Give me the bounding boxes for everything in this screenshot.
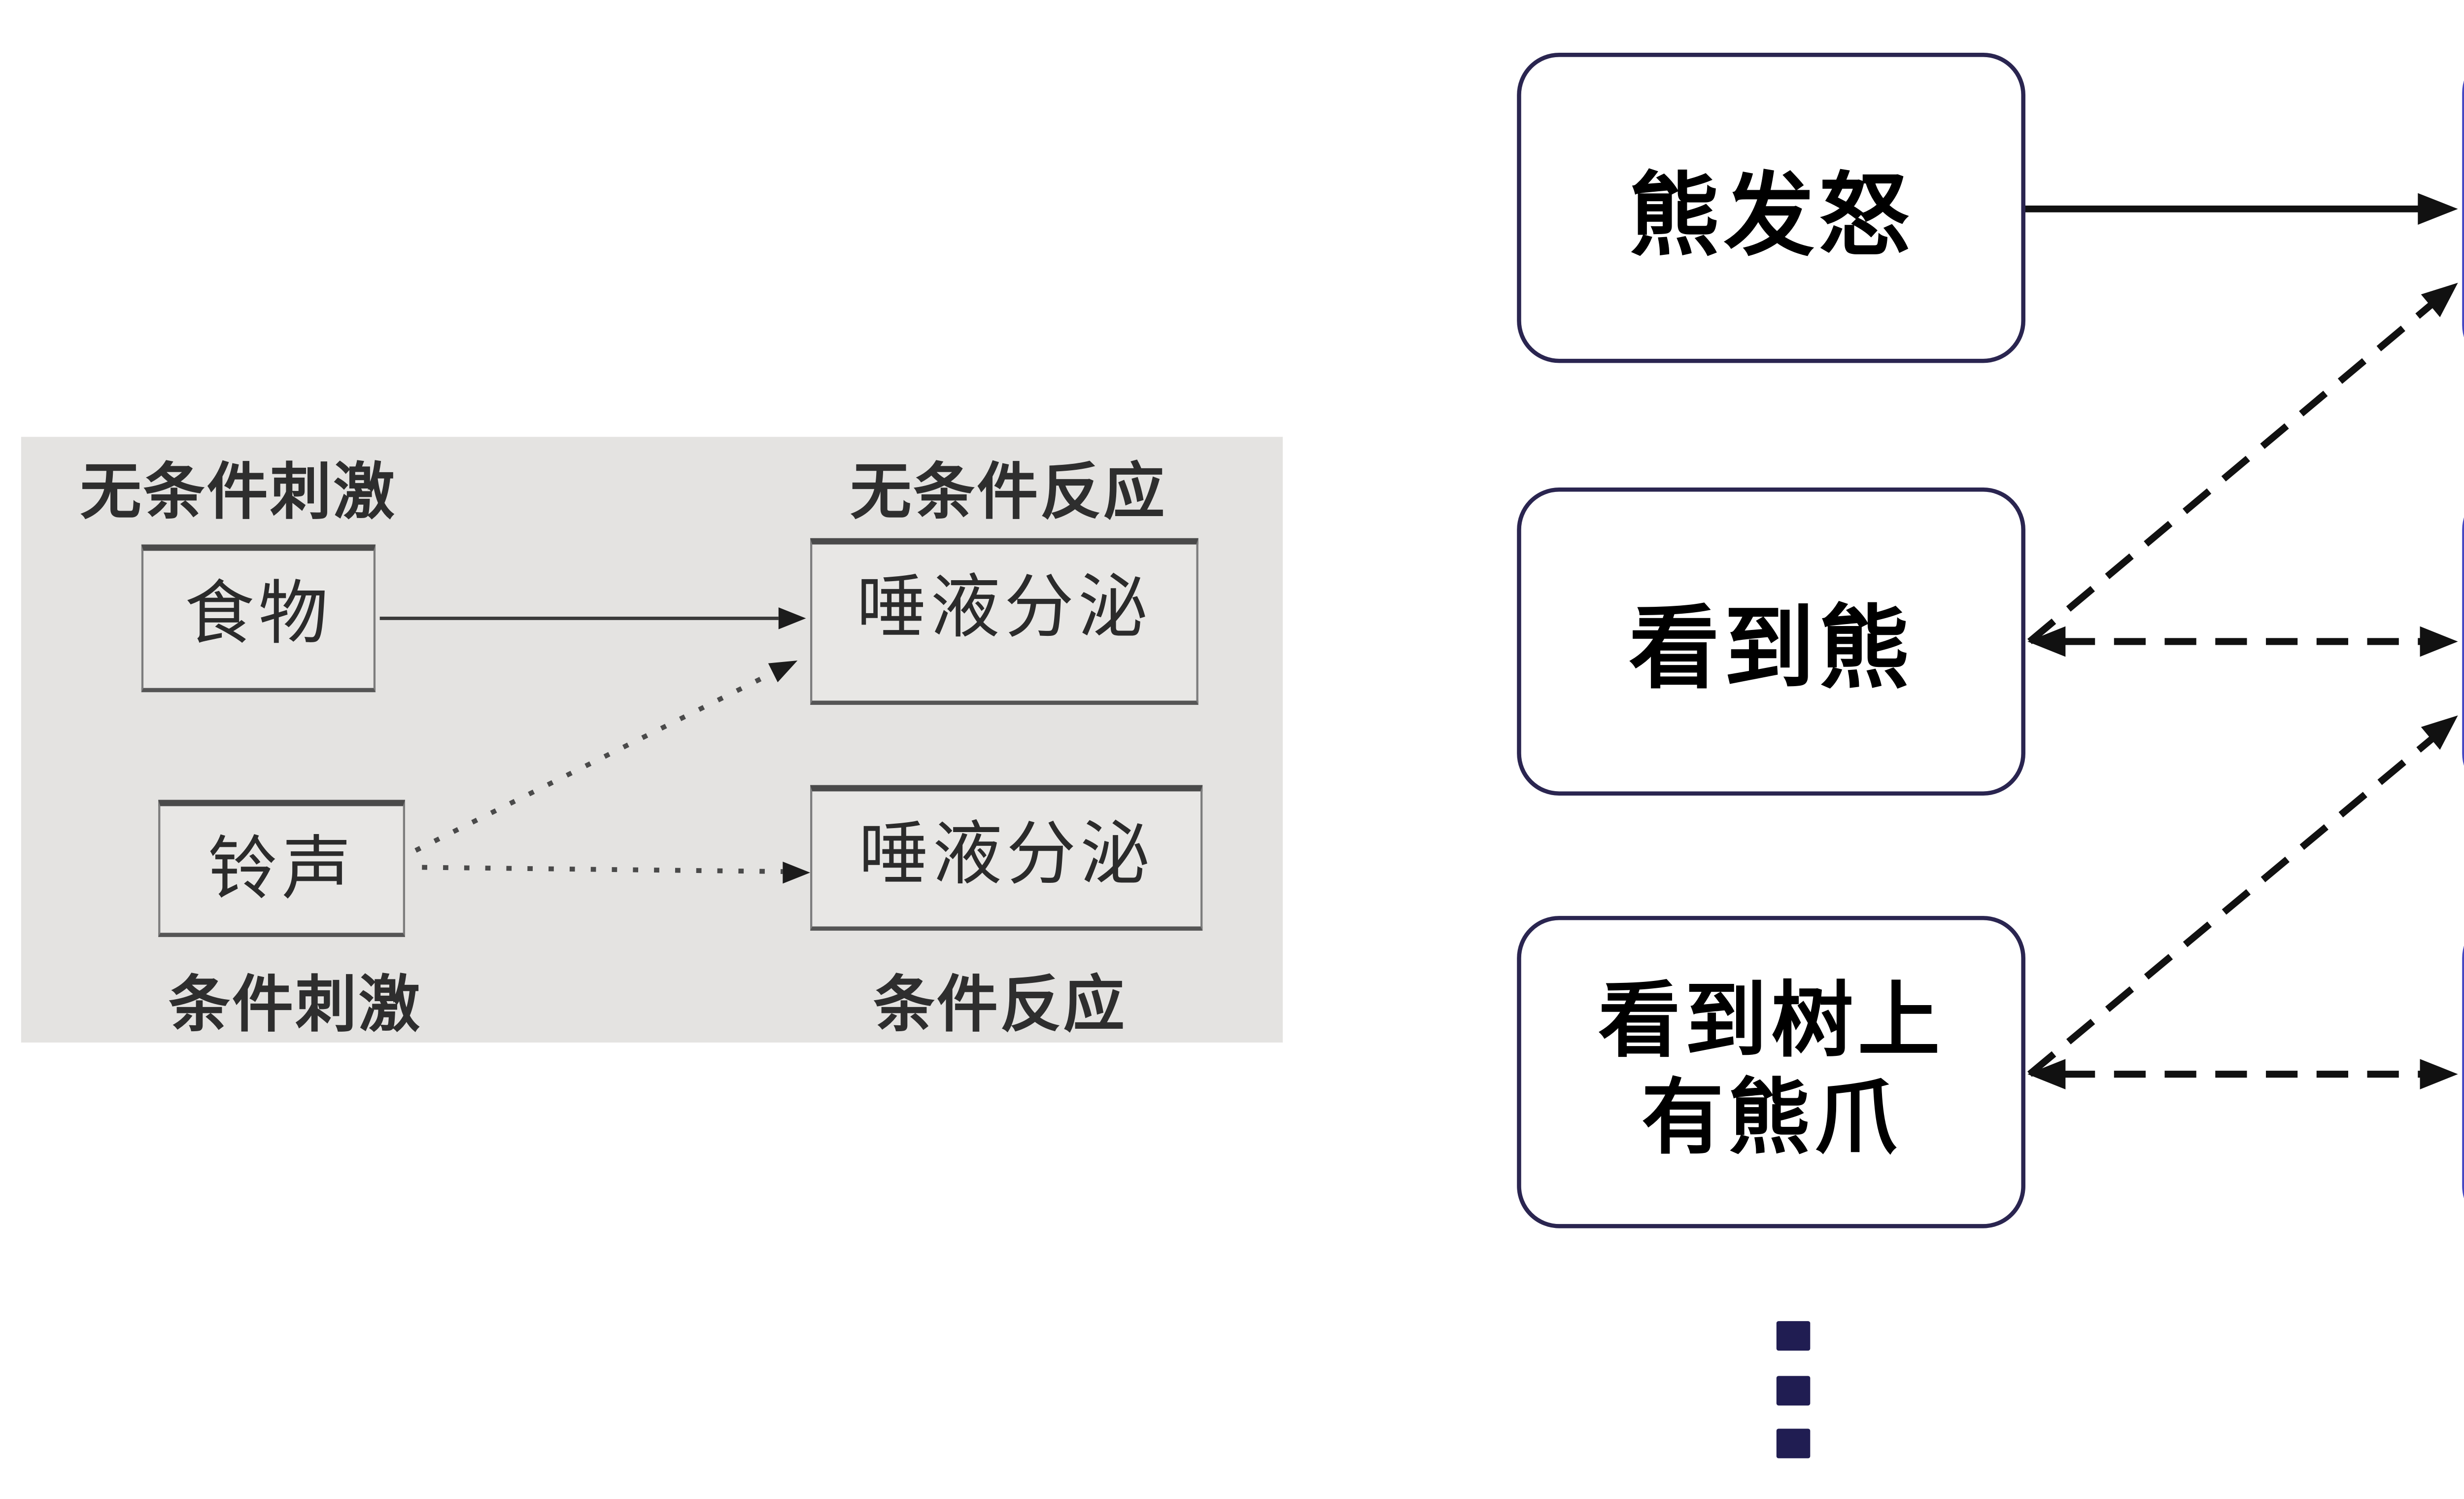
- value-state-box: V(s): [2462, 916, 2464, 1228]
- pavlov-conditioning-panel: 无条件刺激 无条件反应 食物 唾液分泌 铃声 唾液分泌 条件刺激 条件反应: [21, 437, 1283, 1043]
- bell-box: 铃声: [158, 800, 405, 937]
- conditioned-stimulus-label: 条件刺激: [169, 973, 422, 1041]
- ellipsis-dot: [1776, 1429, 1811, 1459]
- see-claws-to-value-next-dashed-arrow: [2027, 715, 2458, 1077]
- ellipsis-dot: [1776, 1321, 1811, 1351]
- see-claws-box: 看到树上 有熊爪: [1517, 916, 2025, 1228]
- see-claws-label-line1: 看到树上: [1598, 977, 1945, 1068]
- bear-angry-box: 熊发怒: [1517, 53, 2025, 363]
- food-box: 食物: [141, 544, 376, 693]
- salivation-bottom-box: 唾液分泌: [810, 785, 1203, 931]
- see-claws-label-line2: 有熊爪: [1641, 1074, 1901, 1165]
- conditioned-response-label: 条件反应: [873, 973, 1127, 1041]
- unconditioned-response-label: 无条件反应: [850, 460, 1167, 528]
- unconditioned-stimulus-label: 无条件刺激: [80, 460, 397, 528]
- see-bear-label: 看到熊: [1629, 599, 1914, 701]
- see-bear-to-value-next-dashed-arrow: [2027, 626, 2458, 657]
- reward-box: 奖励: [2462, 50, 2464, 367]
- value-next-state-box: V(s′): [2462, 487, 2464, 796]
- see-bear-to-reward-dashed-arrow: [2027, 282, 2458, 644]
- salivation-top-box: 唾液分泌: [810, 538, 1198, 705]
- bear-angry-to-reward-arrow: [2025, 193, 2458, 225]
- see-claws-to-value-dashed-arrow: [2027, 1059, 2458, 1089]
- see-bear-box: 看到熊: [1517, 487, 2025, 796]
- ellipsis-dot: [1776, 1375, 1811, 1405]
- see-claws-label: 看到树上 有熊爪: [1598, 975, 1944, 1169]
- bear-angry-label: 熊发怒: [1629, 166, 1914, 267]
